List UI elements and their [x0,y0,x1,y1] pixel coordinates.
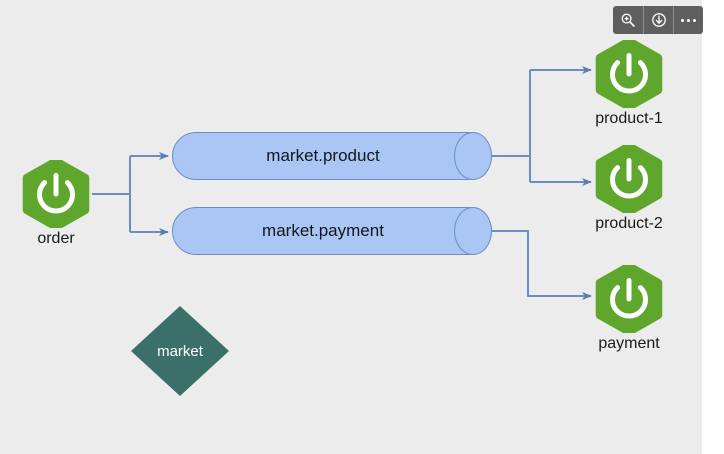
zoom-in-icon [621,13,635,27]
queue-end-cap [454,132,492,180]
queue-body [172,207,492,255]
diamond-shape [131,306,229,396]
zoom-in-button[interactable] [613,6,643,34]
queue-market-payment[interactable]: market.payment [172,207,492,255]
download-icon [651,13,666,27]
exchange-market[interactable]: market [130,305,230,397]
more-options-button[interactable] [673,6,703,34]
spring-boot-icon [595,40,663,108]
node-payment[interactable]: payment [595,265,663,352]
canvas-toolbar [613,6,703,34]
spring-boot-icon [595,145,663,213]
node-product-2[interactable]: product-2 [595,145,663,232]
download-button[interactable] [643,6,673,34]
more-options-icon [681,18,696,22]
queue-label: market.payment [262,221,384,240]
diagram-canvas[interactable]: order product-1 [0,0,702,454]
queue-label: market.product [266,146,380,165]
exchange-label: market [157,342,203,360]
spring-boot-icon [22,160,90,228]
queue-body [172,132,492,180]
node-label: payment [598,335,660,352]
queue-end-cap [454,207,492,255]
node-label: product-1 [595,110,663,127]
queue-market-product[interactable]: market.product [172,132,492,180]
node-label: order [37,230,75,247]
node-label: product-2 [595,215,663,232]
spring-boot-icon [595,265,663,333]
node-order[interactable]: order [22,160,90,247]
edge-market-payment-to-payment [473,230,592,300]
node-product-1[interactable]: product-1 [595,40,663,127]
